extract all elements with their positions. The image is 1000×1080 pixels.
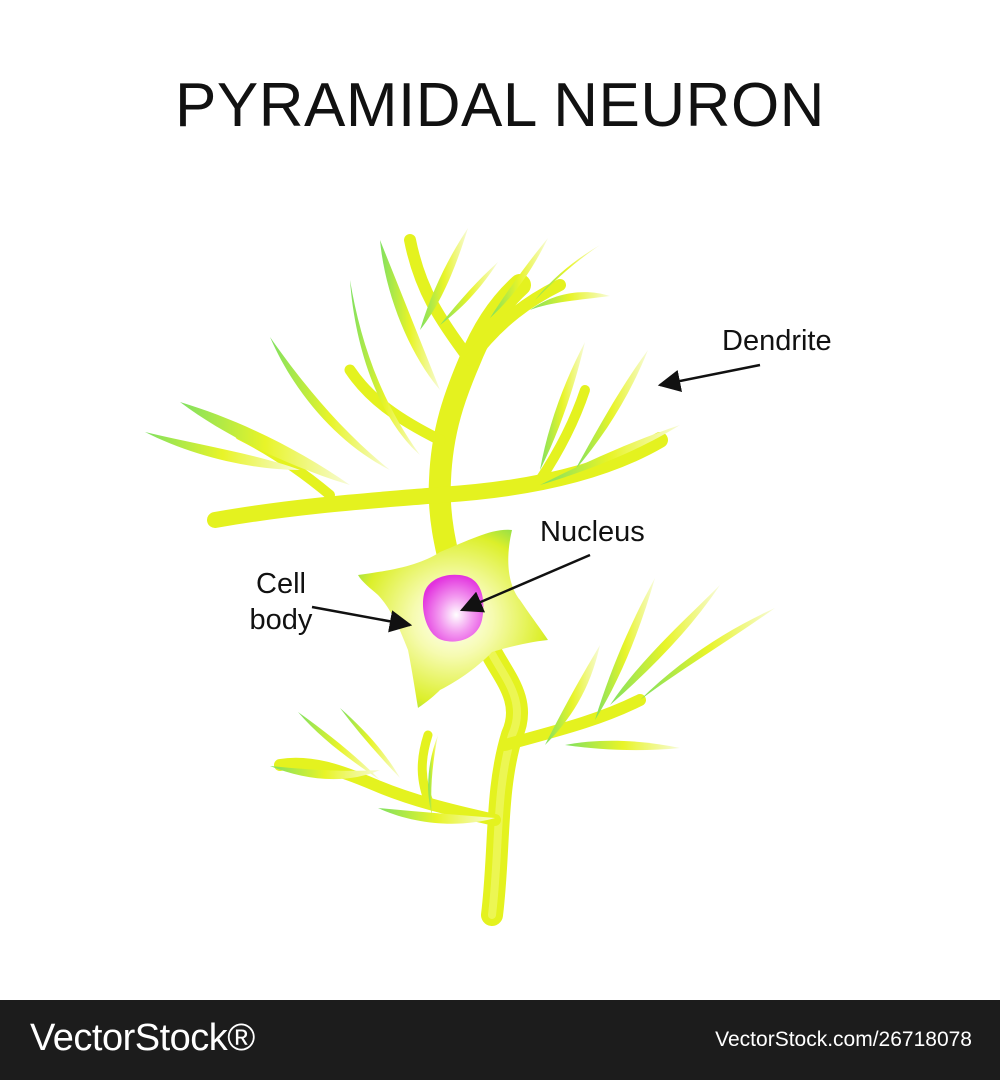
cell-body-label: Cell body <box>236 566 326 638</box>
dendrite-arrow <box>657 363 761 393</box>
cell-body-arrow <box>311 605 413 633</box>
pyramidal-neuron-illustration <box>145 228 775 926</box>
stock-brand-watermark: VectorStock® <box>30 1017 255 1059</box>
diagram-title: PYRAMIDAL NEURON <box>175 71 825 140</box>
cell-body-label-line1: Cell <box>256 568 306 600</box>
cell-body-label-line2: body <box>249 604 313 636</box>
stock-image-reference: VectorStock.com/26718078 <box>715 1028 972 1051</box>
stock-footer-bar: VectorStock® VectorStock.com/26718078 <box>0 1000 1000 1080</box>
basal-dendrite-branches <box>270 578 775 826</box>
nucleus-arrow <box>459 553 591 613</box>
upper-dendrite-branches <box>145 228 680 528</box>
dendrite-label: Dendrite <box>722 325 832 357</box>
nucleus-label: Nucleus <box>540 516 645 548</box>
nucleus <box>422 574 484 642</box>
